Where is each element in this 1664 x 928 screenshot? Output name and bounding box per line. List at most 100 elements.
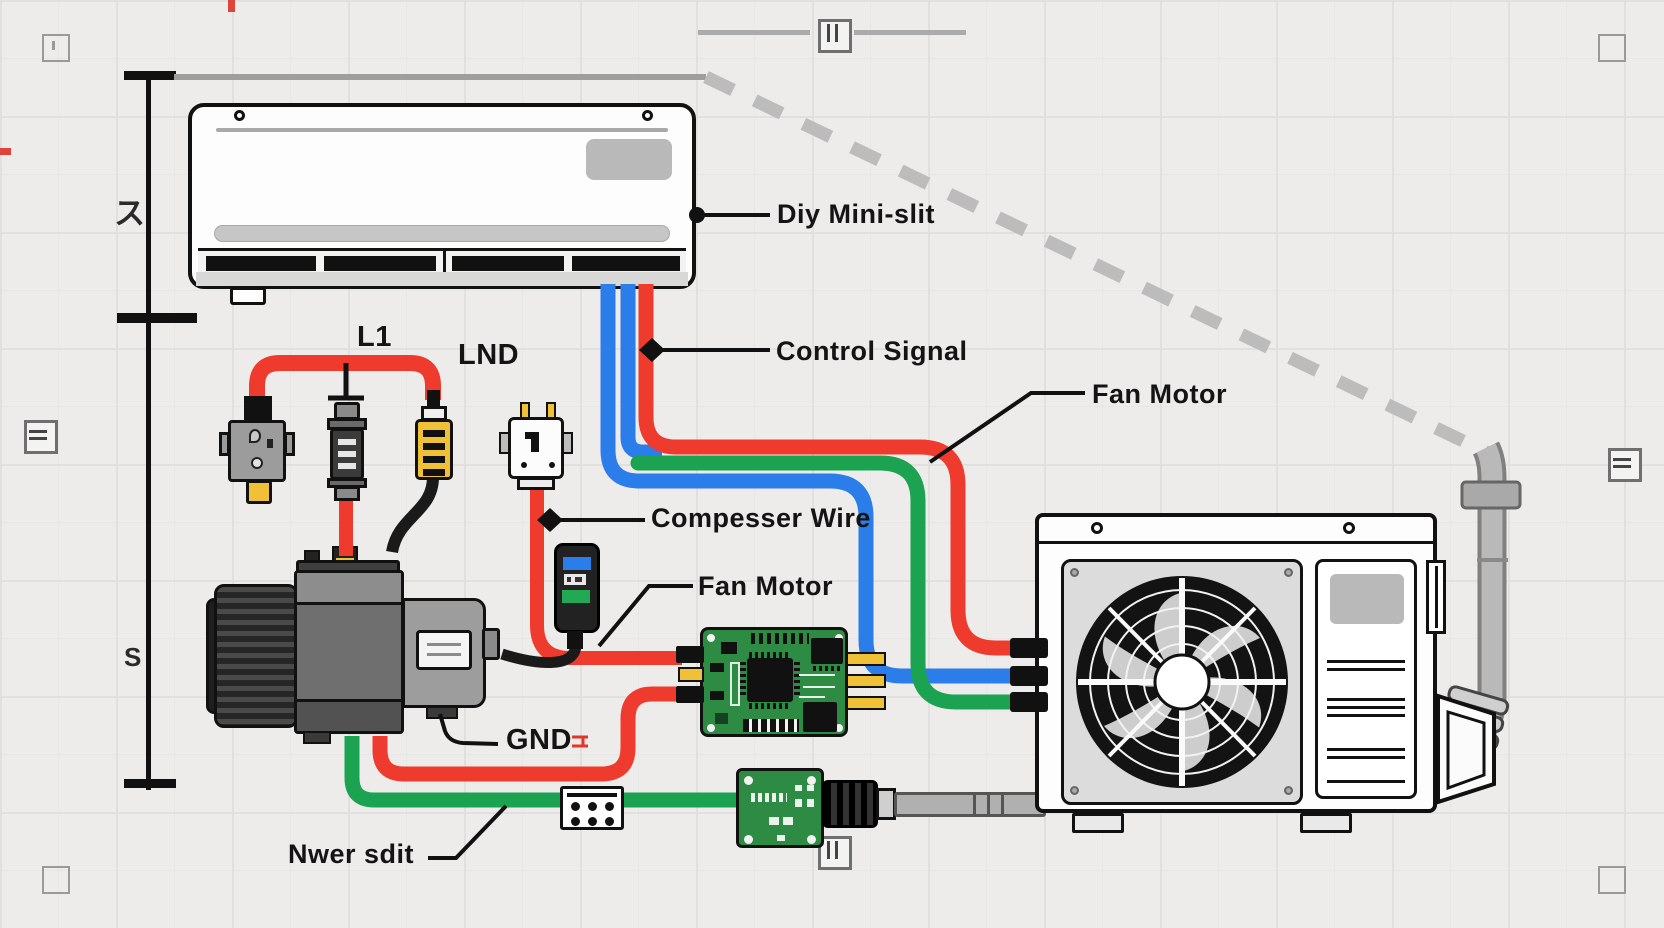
indoor-display-panel <box>586 139 672 180</box>
fan-mid-leader <box>597 584 693 648</box>
indoor-bottom-shade <box>196 272 688 286</box>
control-pointer-diamond <box>639 338 665 362</box>
pcb-top-header <box>751 633 809 644</box>
label-fan-motor-top: Fan Motor <box>1092 379 1227 409</box>
outdoor-unit <box>1035 513 1437 813</box>
pcb-main-chip <box>747 658 793 702</box>
pcb-comp-dark <box>715 713 728 724</box>
wire-fitting-blue <box>1010 666 1048 686</box>
label-nwer-sdit: Nwer sdit <box>288 839 415 869</box>
t-pin-symbol <box>328 363 364 401</box>
label-gnd: GND <box>506 724 572 756</box>
control-pcb <box>700 627 848 737</box>
indoor-deflector-bar <box>214 225 670 242</box>
label-l1: L1 <box>357 321 392 353</box>
connector-gray-tab-l <box>219 432 230 456</box>
connector-gray <box>244 396 272 422</box>
inline-connector-body <box>330 428 364 480</box>
fan-motor-connector <box>554 543 600 633</box>
label-control-signal: Control Signal <box>776 336 968 366</box>
outdoor-foot-left <box>1072 813 1124 833</box>
connector-gray-tip <box>246 480 272 504</box>
label-fan-motor-mid: Fan Motor <box>698 571 833 601</box>
indoor-unit <box>188 103 696 289</box>
vent-slat <box>324 256 436 271</box>
white-connector-cap <box>517 477 555 490</box>
red-power-run <box>372 686 682 782</box>
fan-top-leader <box>928 391 1085 464</box>
yellow-connector-body <box>415 419 453 480</box>
connector-gray-tab-r <box>284 432 295 456</box>
pcb-terminal-yellow <box>678 667 704 682</box>
cable-coupler <box>822 780 878 828</box>
outdoor-side-latch <box>1426 560 1446 634</box>
pcb-chip-bottom-right <box>803 702 837 732</box>
pcb-gold-pin-2 <box>846 674 886 688</box>
green-wire <box>630 455 1046 710</box>
blue-wire <box>600 284 1038 684</box>
pcb-comp-small-2 <box>710 663 724 672</box>
edge-marker-left <box>24 420 58 454</box>
label-diy-mini-slit: Diy Mini-slit <box>777 199 936 229</box>
wire-fitting-red <box>1010 638 1048 658</box>
vent-slat <box>452 256 564 271</box>
nwer-leader <box>428 804 508 860</box>
gnd-red-symbol <box>572 735 588 748</box>
wire-fitting-green <box>1010 692 1048 712</box>
top-marker-line-right <box>854 30 966 35</box>
dashed-run-line <box>703 71 1489 458</box>
side-panel <box>1315 559 1417 799</box>
pcb-bottom-header <box>743 719 799 732</box>
conduit-pipe <box>894 792 1046 817</box>
corner-mark-bottom-right <box>1598 866 1626 894</box>
compressor-foot-left <box>303 731 331 744</box>
compressor-nameplate <box>416 630 472 670</box>
red-control-wire <box>638 284 1038 656</box>
fan-motor-connector-stem <box>567 631 583 649</box>
indoor-screw-right <box>642 110 653 121</box>
edge-marker-top <box>818 19 852 53</box>
outdoor-screw-right <box>1343 522 1355 534</box>
green-power-run <box>344 736 1040 808</box>
yellow-connector-cable <box>386 476 439 554</box>
dimension-vertical-line <box>146 74 151 790</box>
side-panel-badge <box>1330 574 1404 624</box>
pcb-trace-3 <box>799 696 825 698</box>
white-connector-body <box>508 417 564 479</box>
pcb-terminal-black-top <box>676 646 704 663</box>
corner-mark-top-right <box>1598 34 1626 62</box>
corner-mark-bottom-left <box>42 866 70 894</box>
pcb-gold-pin-3 <box>846 696 886 710</box>
red-tick-top <box>228 0 235 12</box>
pipe-collar <box>1460 480 1522 510</box>
edge-marker-right <box>1608 448 1642 482</box>
compressor-port-nub <box>482 628 500 660</box>
power-pcb-marking <box>751 793 787 802</box>
label-compesser-wire: Compesser Wire <box>651 503 871 533</box>
pcb-comp-small-1 <box>721 642 737 654</box>
edge-marker-bottom <box>818 836 852 870</box>
corner-mark-top-left <box>42 34 70 62</box>
fan-grille <box>1076 576 1288 788</box>
blue-wire-stub <box>620 284 662 460</box>
yellow-connector-stem <box>427 390 440 408</box>
pcb-gold-pin-1 <box>846 652 886 666</box>
pcb-trace-1 <box>799 674 835 676</box>
outdoor-foot-right <box>1300 813 1352 833</box>
dimension-tick-bottom <box>124 779 176 788</box>
red-tick-left <box>0 148 11 155</box>
dimension-tick-middle <box>117 313 197 323</box>
compressor-body <box>294 570 404 734</box>
dimension-tick-top <box>124 71 176 80</box>
label-lnd: LND <box>458 339 520 371</box>
pcb-comp-small-3 <box>710 691 724 700</box>
gnd-leader <box>438 713 499 746</box>
dimension-label-top: ス <box>114 196 145 231</box>
indoor-drain-foot <box>230 287 266 305</box>
outdoor-screw-left <box>1091 522 1103 534</box>
pcb-trace-2 <box>803 686 835 688</box>
pcb-slot <box>730 662 740 706</box>
vent-slat <box>206 256 316 271</box>
